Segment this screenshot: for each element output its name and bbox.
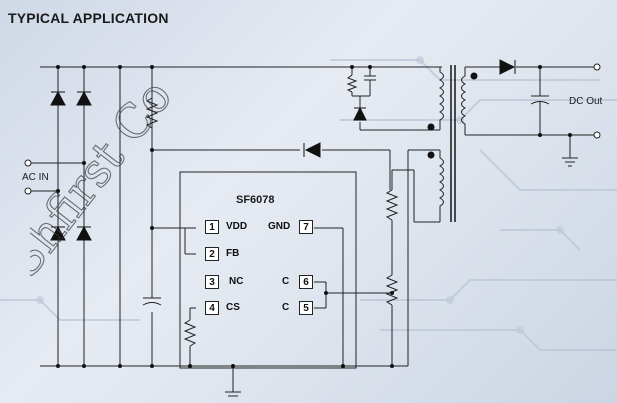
aux-phase-dot (427, 151, 435, 159)
ac-in-label: AC IN (22, 172, 49, 183)
dc-out-terminal-positive (593, 63, 601, 71)
dc-out-terminal-negative (593, 131, 601, 139)
ac-in-terminal-2 (24, 187, 32, 195)
secondary-phase-dot (470, 72, 478, 80)
bridge-diode-3 (50, 225, 66, 241)
ac-in-terminal-1 (24, 159, 32, 167)
primary-phase-dot (427, 123, 435, 131)
bridge-diode-1 (50, 90, 66, 106)
chip-name: SF6078 (236, 194, 275, 206)
pin-number-2: 2 (205, 247, 219, 261)
pin-number-6: 6 (299, 275, 313, 289)
pin-number-7: 7 (299, 220, 313, 234)
pin-number-4: 4 (205, 301, 219, 315)
pin-name-nc: NC (229, 276, 244, 287)
output-diode (499, 59, 516, 75)
bridge-diode-4 (76, 225, 92, 241)
pin-name-gnd: GND (268, 221, 291, 232)
pin-number-3: 3 (205, 275, 219, 289)
aux-diode (304, 142, 321, 158)
bridge-diode-2 (76, 90, 92, 106)
pin-number-1: 1 (205, 220, 219, 234)
pin-name-c-5: C (282, 302, 290, 313)
pin-name-cs: CS (226, 302, 240, 313)
pin-name-fb: FB (226, 248, 240, 259)
snubber-diode (353, 106, 367, 121)
pin-number-5: 5 (299, 301, 313, 315)
diagram-title: TYPICAL APPLICATION (8, 10, 169, 26)
dc-out-label: DC Out (569, 96, 603, 107)
pin-name-c-6: C (282, 276, 290, 287)
pin-name-vdd: VDD (226, 221, 248, 232)
